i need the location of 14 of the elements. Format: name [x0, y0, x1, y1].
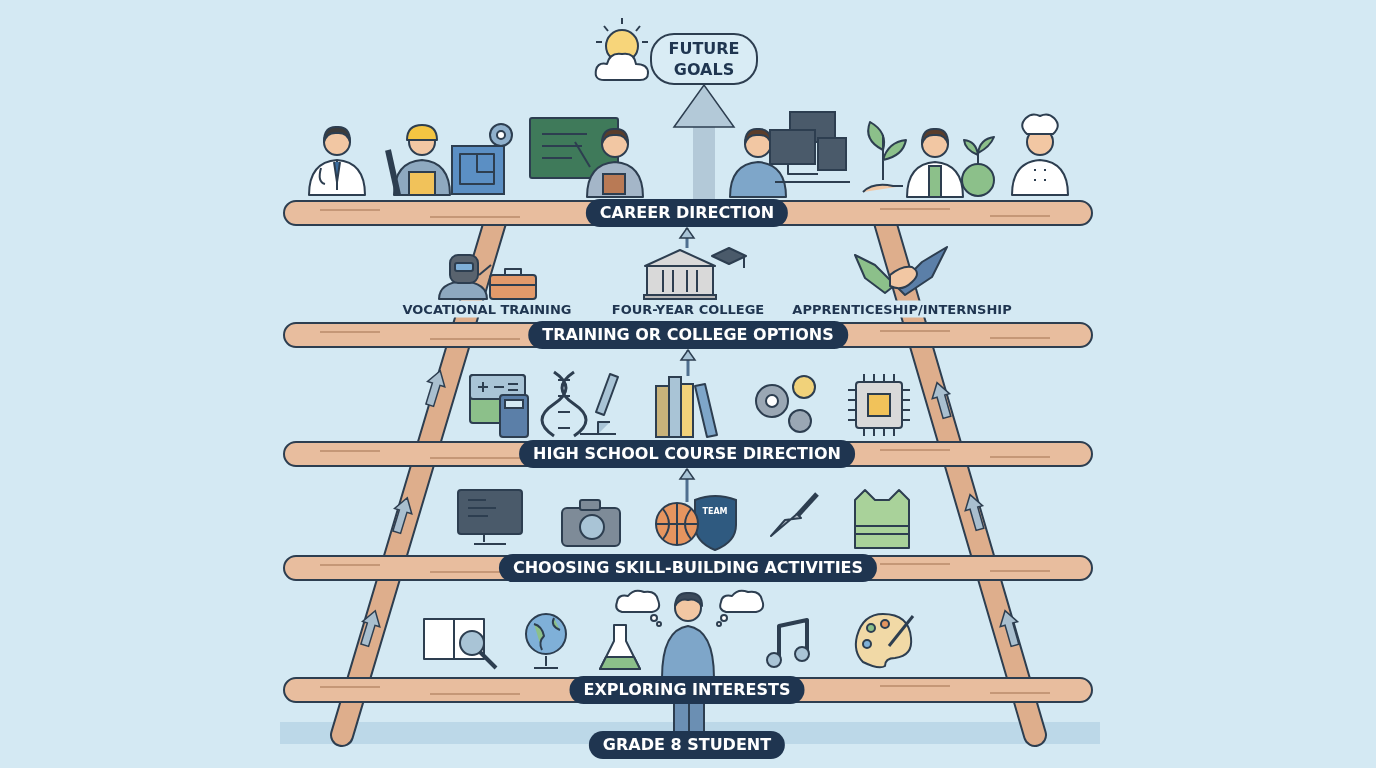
arrow [679, 227, 695, 248]
stage-label: CAREER DIRECTION [585, 199, 789, 227]
college-building-icon [643, 248, 717, 300]
arrow [673, 84, 735, 199]
arrow [680, 349, 696, 376]
stage-label: TRAINING OR COLLEGE OPTIONS [528, 321, 848, 349]
goal-bubble: FUTURE GOALS [650, 33, 758, 85]
stage-label: HIGH SCHOOL COURSE DIRECTION [519, 440, 855, 468]
arrow [679, 468, 695, 502]
basketball-icon [655, 502, 699, 546]
stage-label: CHOOSING SKILL-BUILDING ACTIVITIES [498, 554, 878, 582]
stage-label: GRADE 8 STUDENT [588, 731, 786, 759]
books-icon [655, 376, 719, 438]
stage-label: EXPLORING INTERESTS [569, 676, 805, 704]
